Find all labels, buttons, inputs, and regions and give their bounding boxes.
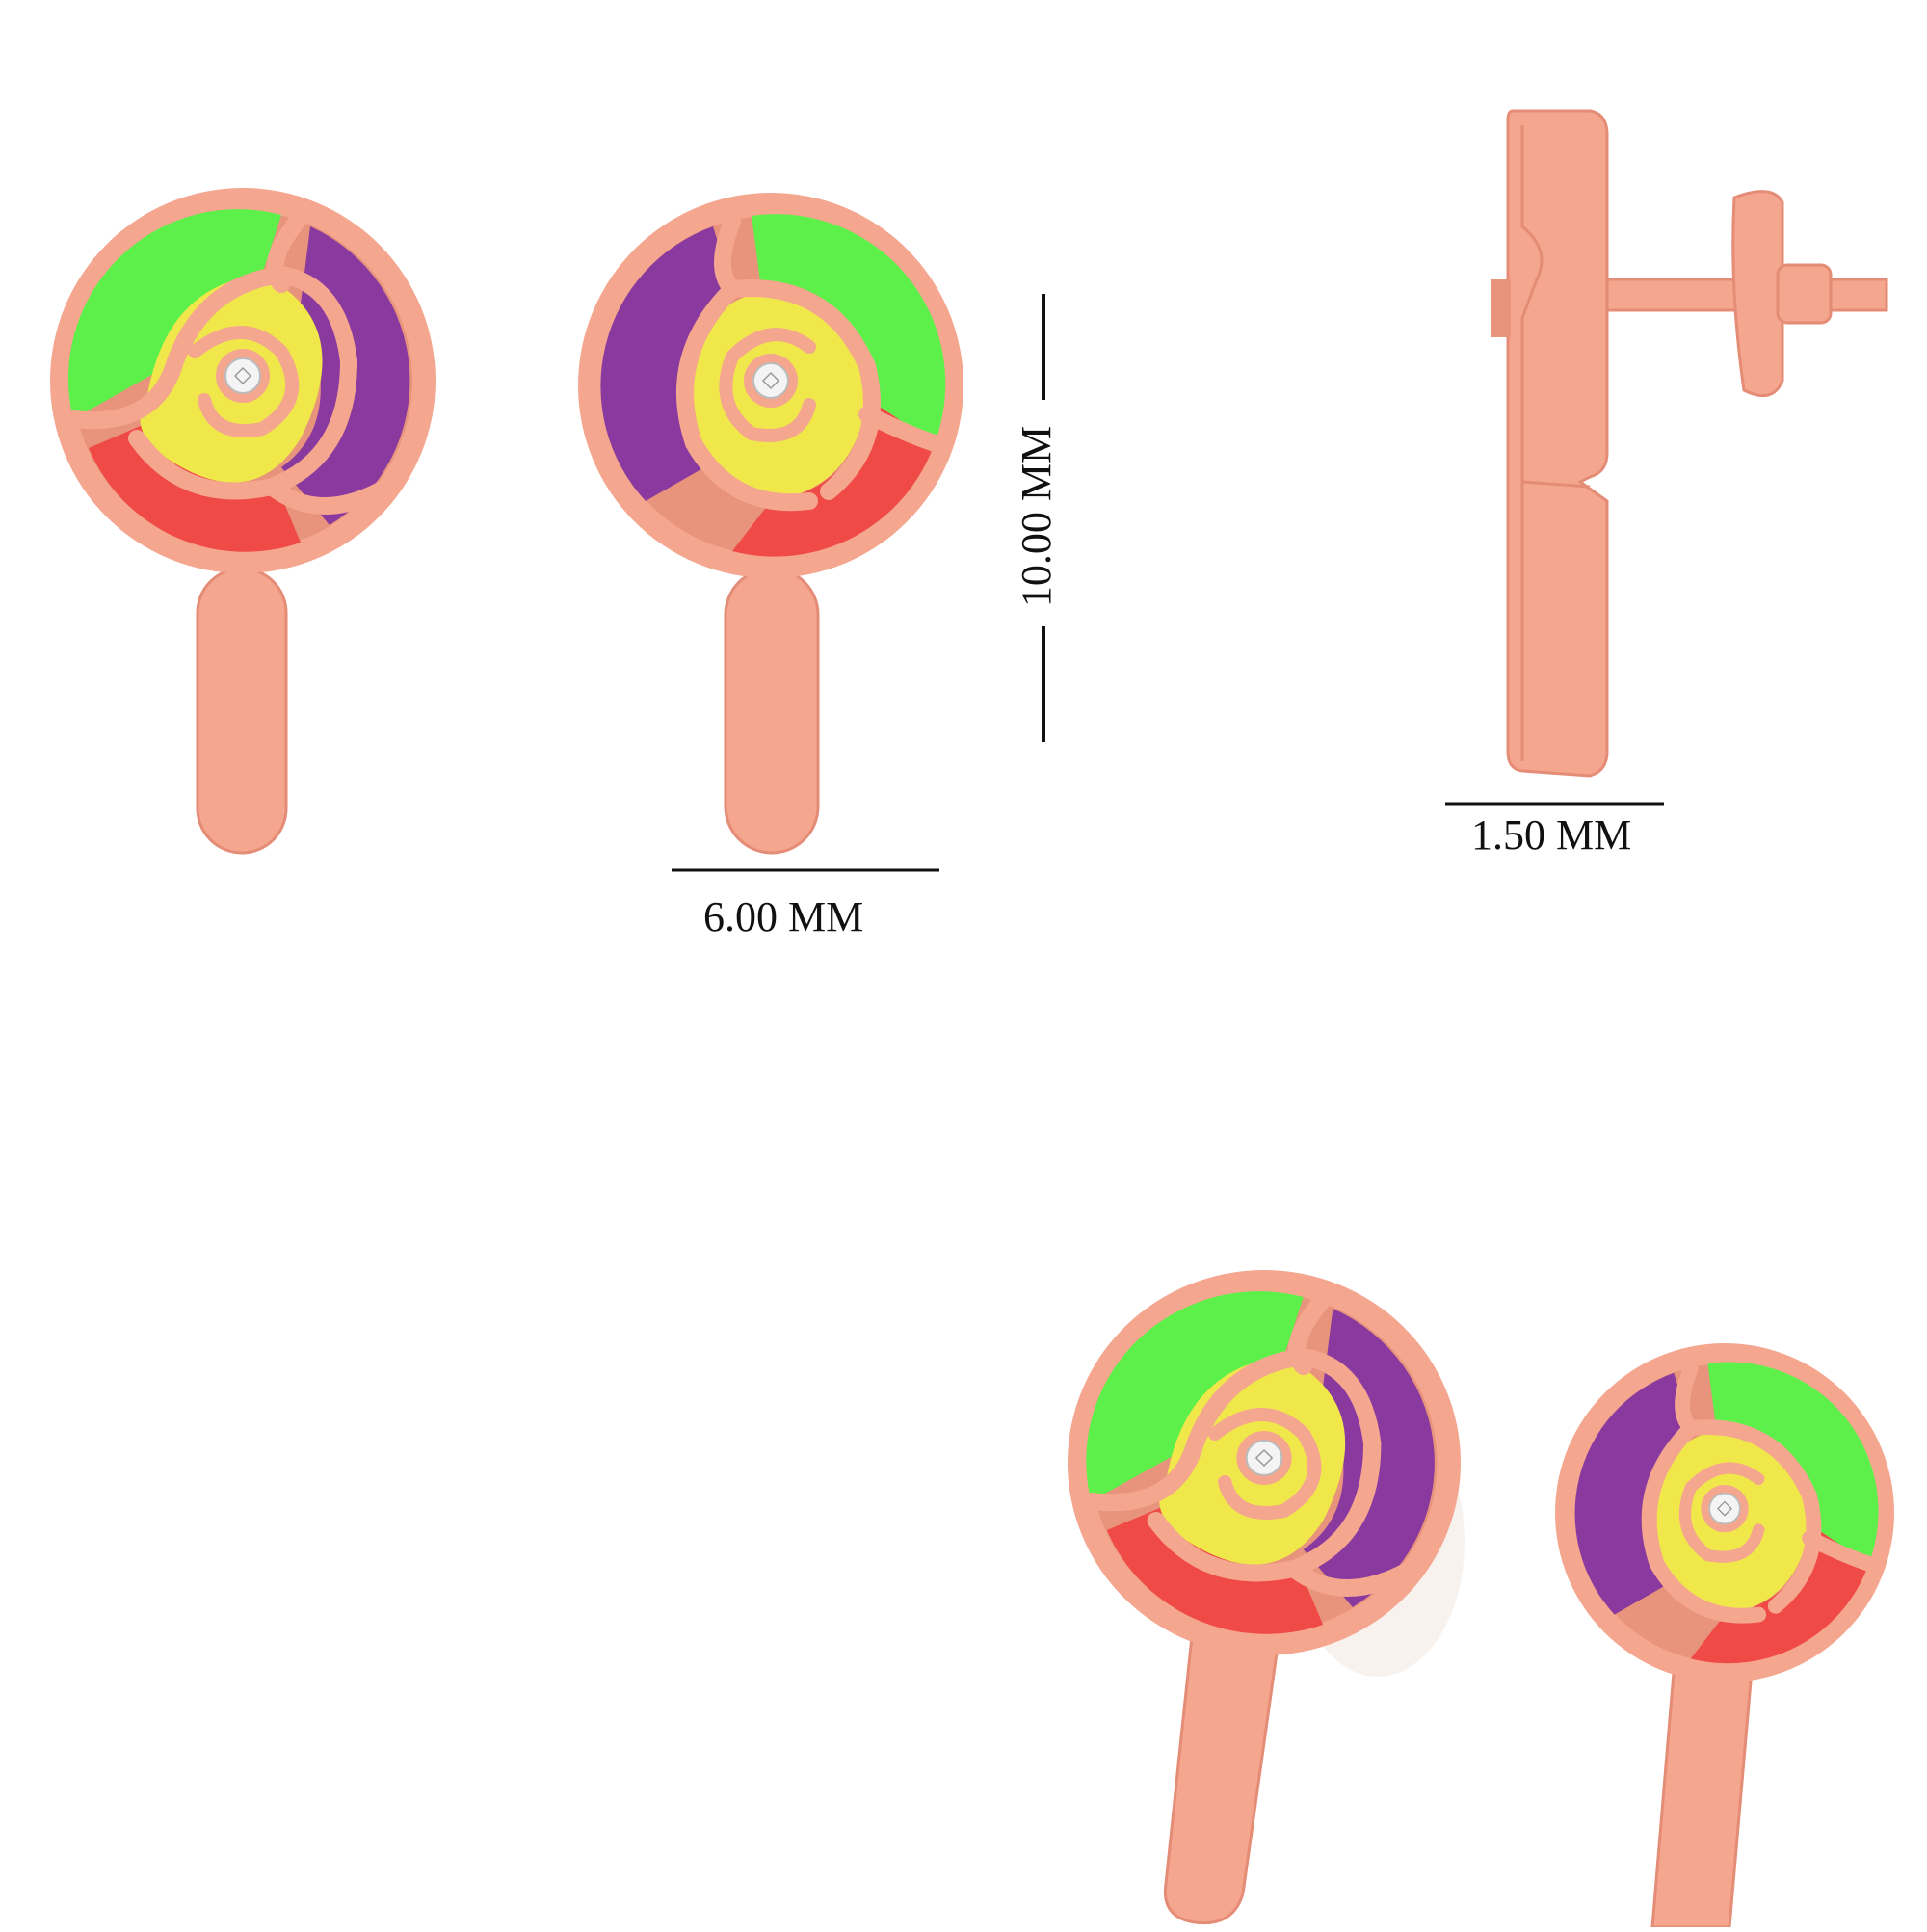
right-earring-swirl-icon (578, 193, 964, 578)
perspective-right-earring (1555, 1343, 1894, 1929)
left-earring-swirl-icon (50, 188, 436, 573)
perspective-pair-earrings (1068, 1270, 1894, 1929)
front-view-left-earring (50, 188, 436, 855)
height-dimension-label: 10.00 MM (1013, 425, 1060, 608)
front-view-right-earring (578, 193, 964, 855)
side-view-earring (1491, 109, 1888, 778)
perspective-left-earring (1068, 1270, 1461, 1925)
width-dimension-label: 6.00 MM (703, 893, 864, 940)
depth-dimension-label: 1.50 MM (1471, 811, 1632, 859)
right-earring-stick (724, 567, 820, 855)
left-earring-stick (196, 567, 288, 855)
butterfly-back (1731, 190, 1784, 398)
